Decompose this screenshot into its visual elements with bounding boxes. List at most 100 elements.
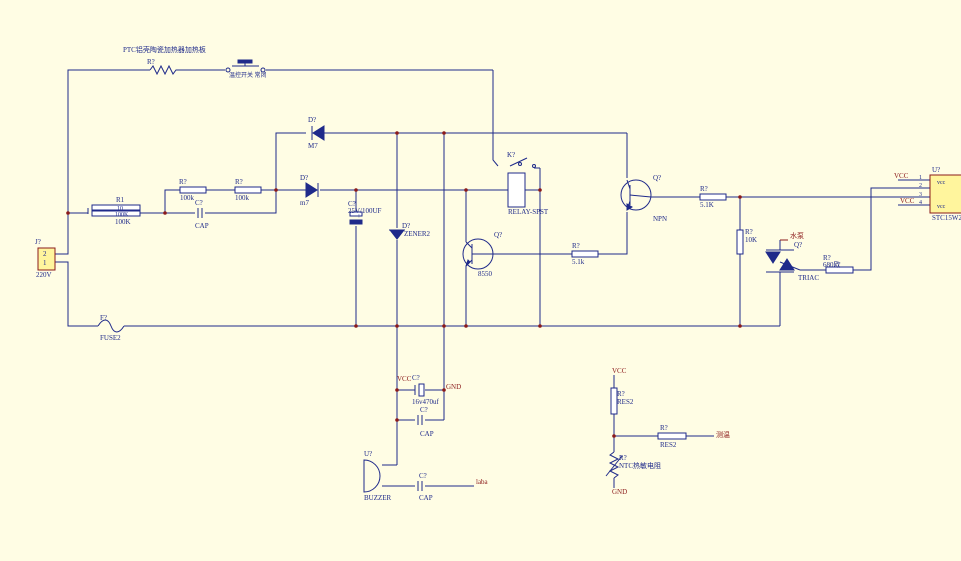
svg-text:温控开关 常闭: 温控开关 常闭 — [229, 71, 267, 79]
schematic-title: PTC铝壳陶瓷加热器加热板 — [123, 45, 206, 54]
svg-text:F?: F? — [100, 314, 107, 322]
junction-dot — [442, 324, 446, 328]
svg-text:C?: C? — [412, 374, 420, 382]
junction-dot — [738, 324, 742, 328]
svg-text:J?: J? — [35, 238, 41, 246]
svg-text:TRIAC: TRIAC — [798, 274, 819, 282]
svg-text:D?: D? — [308, 116, 316, 124]
svg-text:5.1k: 5.1k — [572, 258, 585, 266]
svg-text:U?: U? — [932, 166, 940, 174]
svg-text:VCC: VCC — [894, 172, 909, 180]
svg-text:25V/100UF: 25V/100UF — [348, 207, 382, 215]
svg-text:RELAY-SPST: RELAY-SPST — [508, 208, 549, 216]
transistor-8550: Q? 8550 — [462, 231, 502, 278]
svg-text:GND: GND — [612, 488, 627, 496]
diode-m7-top: D? M7 — [308, 116, 325, 150]
svg-text:K?: K? — [507, 151, 515, 159]
svg-text:Q?: Q? — [653, 174, 661, 182]
svg-text:+: + — [357, 212, 361, 220]
svg-text:C?: C? — [195, 199, 203, 207]
junction-dot — [66, 211, 70, 215]
capacitor-cap1: C? CAP — [195, 199, 209, 230]
triac: Q? TRIAC 水泵 — [765, 231, 819, 282]
svg-text:VCC: VCC — [397, 375, 412, 383]
svg-text:U?: U? — [364, 450, 372, 458]
svg-text:2: 2 — [919, 183, 922, 189]
svg-text:3: 3 — [919, 192, 922, 198]
junction-dot — [354, 324, 358, 328]
svg-text:R1: R1 — [116, 196, 125, 204]
svg-text:NTC热敏电阻: NTC热敏电阻 — [619, 461, 661, 470]
svg-text:D?: D? — [300, 174, 308, 182]
svg-text:CAP: CAP — [420, 430, 434, 438]
svg-text:RES2: RES2 — [660, 441, 677, 449]
svg-text:测温: 测温 — [716, 430, 730, 439]
thermal-switch: 温控开关 常闭 — [225, 59, 267, 79]
svg-text:D?: D? — [402, 222, 410, 230]
svg-text:100k: 100k — [235, 194, 250, 202]
resistor-680: R? 680欧 — [823, 254, 854, 274]
connector-220v: J? 2 1 220V — [35, 238, 56, 279]
svg-text:R?: R? — [179, 178, 187, 186]
svg-text:水泵: 水泵 — [790, 231, 804, 240]
junction-dot — [612, 434, 616, 438]
junction-dot — [395, 131, 399, 135]
svg-text:16v470uf: 16v470uf — [412, 398, 440, 406]
svg-text:5.1K: 5.1K — [700, 201, 714, 209]
junction-dot — [442, 131, 446, 135]
svg-text:R?: R? — [235, 178, 243, 186]
svg-text:Q?: Q? — [494, 231, 502, 239]
svg-text:ZENER2: ZENER2 — [404, 230, 431, 238]
svg-text:R?: R? — [660, 424, 668, 432]
capacitor-electrolytic: C? 25V/100UF + — [348, 200, 382, 225]
junction-dot — [538, 188, 542, 192]
svg-text:VCC: VCC — [612, 367, 627, 375]
svg-text:GND: GND — [446, 383, 461, 391]
svg-text:R?: R? — [619, 454, 627, 462]
svg-text:R?: R? — [617, 390, 625, 398]
svg-text:C?: C? — [348, 200, 356, 208]
svg-text:VCC: VCC — [900, 197, 915, 205]
svg-text:680欧: 680欧 — [823, 260, 841, 269]
zener-diode: D? ZENER2 — [388, 222, 431, 240]
ptc-resistor: R? — [147, 58, 178, 76]
junction-dot — [538, 324, 542, 328]
ntc-divider: VCC R? RES2 R? RES2 测温 R? NTC热敏电阻 GND — [605, 367, 730, 496]
fuse: F? FUSE2 — [97, 314, 125, 342]
junction-dot — [738, 195, 742, 199]
svg-text:vcc: vcc — [937, 204, 946, 210]
diode-m7-mid: D? m7 — [300, 174, 319, 207]
buzzer: U? BUZZER — [363, 450, 392, 502]
svg-text:BUZZER: BUZZER — [364, 494, 392, 502]
svg-text:10: 10 — [117, 206, 123, 212]
svg-text:1: 1 — [919, 175, 922, 181]
resistor-10k: R? 10K — [736, 228, 757, 255]
transistor-npn: Q? NPN — [620, 174, 667, 223]
svg-text:100k: 100k — [180, 194, 195, 202]
svg-text:2: 2 — [43, 250, 47, 258]
svg-text:8550: 8550 — [478, 270, 493, 278]
mcu-stc15w2: U? STC15W2 vcc vcc 1 2 3 4 VCC VCC — [894, 166, 961, 222]
svg-text:vcc: vcc — [937, 180, 946, 186]
junction-dot — [395, 418, 399, 422]
junction-dot — [163, 211, 167, 215]
svg-text:NPN: NPN — [653, 215, 667, 223]
resistor-100k-b: R? 100k — [234, 178, 262, 202]
relay-spst: K? RELAY-SPST — [507, 151, 549, 216]
svg-text:M7: M7 — [308, 142, 318, 150]
svg-text:R?: R? — [700, 185, 708, 193]
svg-text:R?: R? — [147, 58, 155, 66]
resistor-5-1k: R? 5.1K — [699, 185, 727, 209]
resistor-r1: R1 10 100K 100K — [91, 196, 141, 226]
svg-text:C?: C? — [419, 472, 427, 480]
svg-text:Q?: Q? — [794, 241, 802, 249]
wires — [55, 69, 930, 488]
svg-text:RES2: RES2 — [617, 398, 634, 406]
svg-text:laba: laba — [476, 478, 489, 486]
svg-text:C?: C? — [420, 406, 428, 414]
junction-dot — [395, 324, 399, 328]
capacitor-bulk: VCC C? 16v470uf GND — [397, 374, 461, 406]
capacitor-bulk-2: C? CAP — [417, 406, 434, 438]
svg-text:100K: 100K — [115, 212, 129, 218]
